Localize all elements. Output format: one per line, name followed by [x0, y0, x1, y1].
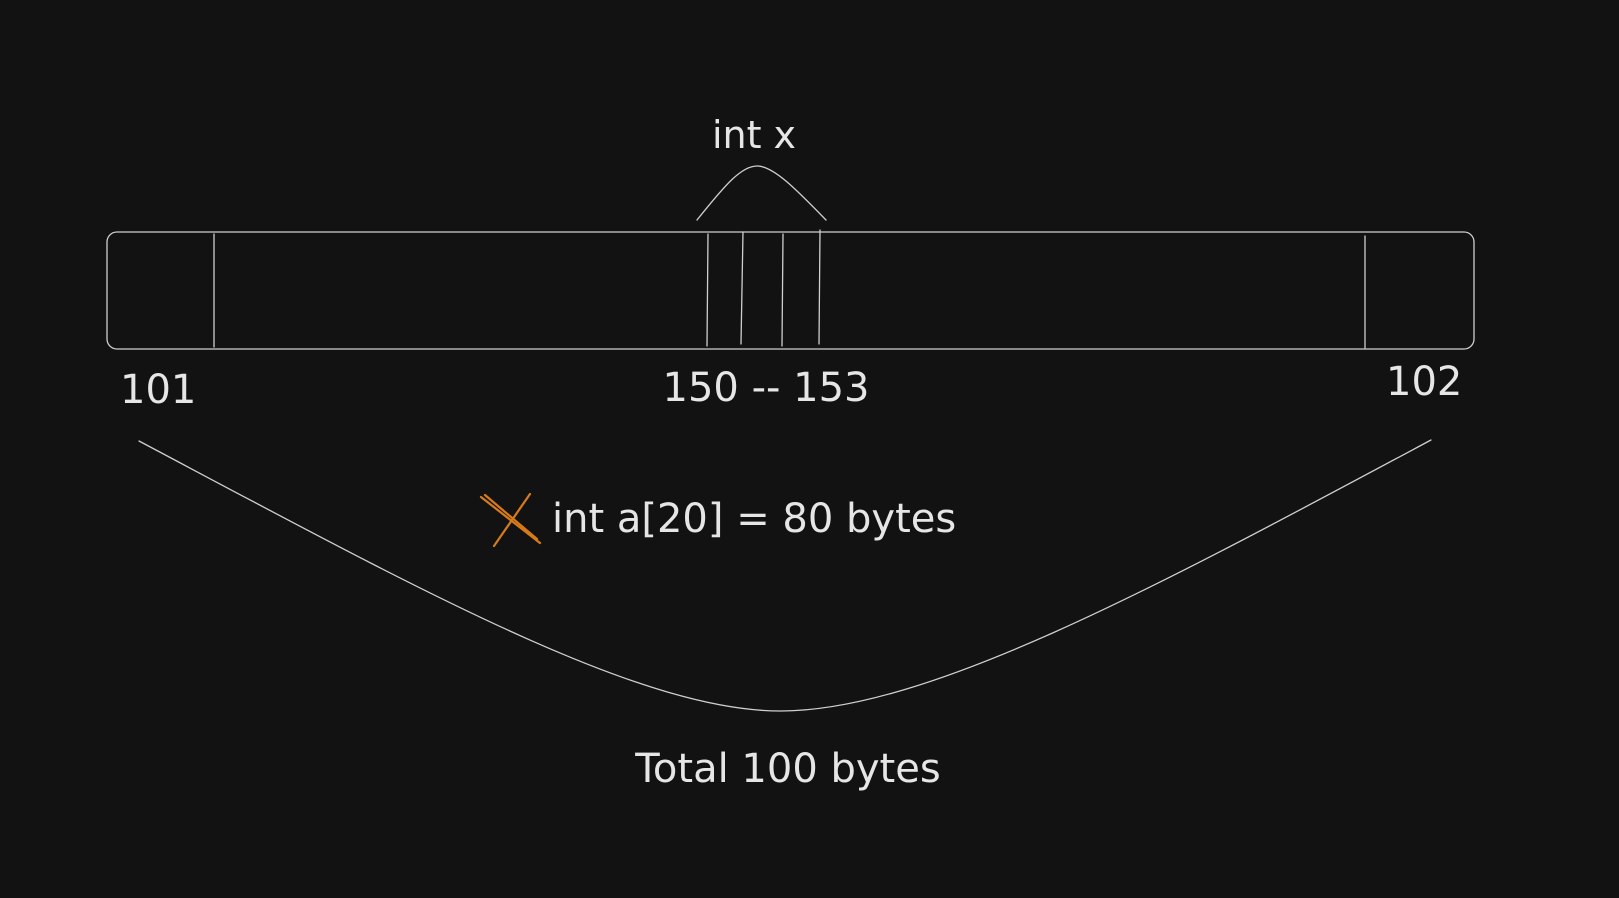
cell-divider-151 [740, 231, 744, 345]
int-x-label: int x [712, 113, 796, 157]
cell-divider-153 [818, 229, 821, 345]
address-start-label: 101 [120, 367, 196, 413]
array-declaration-label: int a[20] = 80 bytes [552, 496, 956, 542]
total-label: Total 100 bytes [634, 746, 940, 792]
memory-strip [106, 231, 1475, 350]
address-end-label: 102 [1386, 359, 1462, 405]
cell-divider-150 [706, 233, 709, 347]
address-range-label: 150 -- 153 [663, 365, 870, 411]
int-x-brace [696, 165, 827, 221]
cross-mark-icon [479, 492, 542, 548]
total-brace [138, 439, 1432, 712]
cell-divider-152 [781, 233, 784, 347]
